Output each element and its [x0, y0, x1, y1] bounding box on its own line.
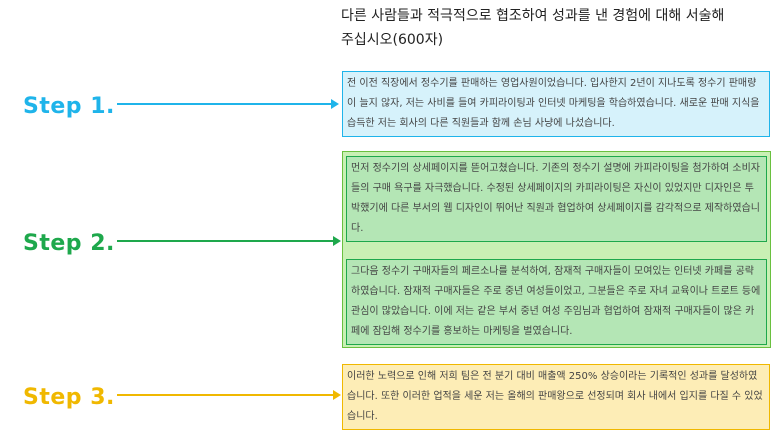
essay-question: 다른 사람들과 적극적으로 협조하여 성과를 낸 경험에 대해 서술해 주십시오… [341, 8, 725, 48]
step-3-label: Step 3. [23, 385, 115, 410]
step-1-arrow [117, 99, 339, 109]
step-3-arrow [117, 390, 341, 400]
step-1-paragraph: 전 이전 직장에서 정수기를 판매하는 영업사원이었습니다. 입사한지 2년이 … [342, 71, 770, 137]
step-2-label: Step 2. [23, 231, 115, 256]
step-3-paragraph: 이러한 노력으로 인해 저희 팀은 전 분기 대비 매출액 250% 상승이라는… [342, 364, 770, 430]
step-1-label: Step 1. [23, 94, 115, 119]
step-2-paragraph-b: 그다음 정수기 구매자들의 페르소나를 분석하여, 잠재적 구매자들이 모여있는… [346, 259, 767, 345]
step-2-arrow [117, 236, 341, 246]
step-2-paragraph-a: 먼저 정수기의 상세페이지를 뜯어고쳤습니다. 기존의 정수기 설명에 카피라이… [346, 156, 767, 242]
